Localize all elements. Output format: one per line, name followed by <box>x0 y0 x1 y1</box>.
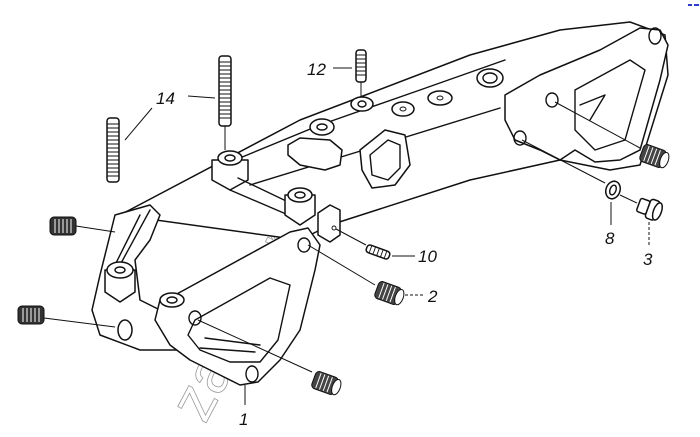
stud-10 <box>335 228 391 260</box>
plug-front-lower <box>197 319 342 396</box>
leader-14-left <box>124 107 153 141</box>
plug-3 <box>636 197 664 221</box>
callout-8: 8 <box>605 229 615 248</box>
callout-14: 14 <box>156 89 175 108</box>
stud-14-right <box>218 55 232 150</box>
corner-marker <box>688 4 699 6</box>
callout-3: 3 <box>643 250 653 269</box>
manifold-body <box>91 21 669 386</box>
stud-12 <box>355 49 367 97</box>
stud-14-left <box>106 117 120 183</box>
callout-1: 1 <box>239 410 248 429</box>
washer-8 <box>521 139 638 204</box>
plug-2 <box>307 244 405 306</box>
callout-2: 2 <box>427 287 438 306</box>
leader-14-right <box>187 95 216 99</box>
plug-right <box>554 101 670 169</box>
plug-left-lower <box>17 305 116 328</box>
callout-10: 10 <box>418 247 437 266</box>
callout-12: 12 <box>307 60 326 79</box>
plug-left-upper <box>49 216 116 236</box>
